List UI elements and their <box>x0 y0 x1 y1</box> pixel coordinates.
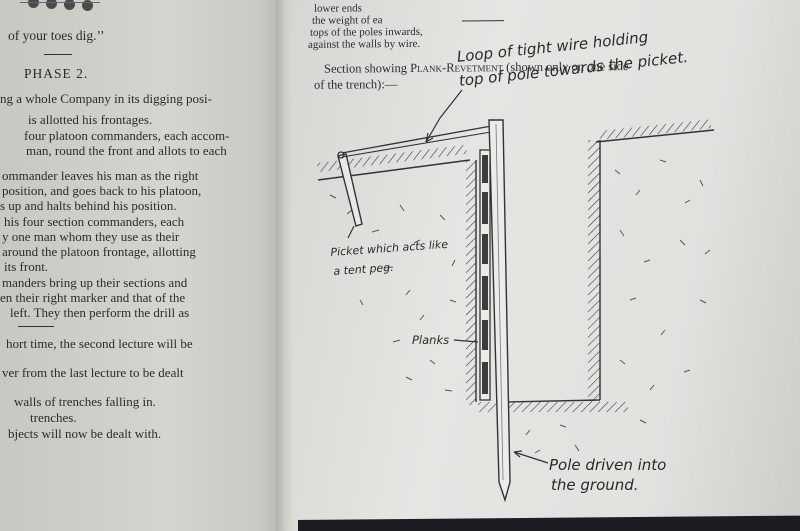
left-line: hort time, the second lecture will be <box>6 336 193 351</box>
left-line: en their right marker and that of the <box>0 290 186 305</box>
left-line: four platoon commanders, each accom- <box>24 128 230 143</box>
left-line: ng a whole Company in its digging posi- <box>0 91 212 106</box>
section-divider <box>18 326 54 327</box>
ornament-dot <box>28 0 39 8</box>
left-line: trenches. <box>30 410 77 425</box>
wire-loop <box>341 124 498 158</box>
leader-lines <box>347 89 549 464</box>
ornament-dot <box>46 0 57 9</box>
left-line: manders bring up their sections and <box>2 275 188 290</box>
left-line: his four section commanders, each <box>4 214 185 229</box>
left-line: man, round the front and allots to each <box>26 143 227 158</box>
ornament-line <box>20 2 100 3</box>
left-line: ommander leaves his man as the right <box>2 168 199 183</box>
planks <box>479 149 491 401</box>
trench-right-wall <box>588 119 715 402</box>
section-divider <box>44 54 72 55</box>
left-line: s up and halts behind his position. <box>0 198 177 213</box>
picket <box>337 151 363 227</box>
left-line: y one man whom they use as their <box>2 229 180 244</box>
left-line: position, and goes back to his platoon, <box>2 183 202 198</box>
label-pole-1: Pole driven into <box>549 456 667 474</box>
soil-texture <box>329 159 711 454</box>
left-line: walls of trenches falling in. <box>14 394 156 409</box>
left-line: bjects will now be dealt with. <box>8 426 162 441</box>
label-planks: Planks <box>412 333 450 347</box>
left-line: around the platoon frontage, allotting <box>2 244 196 259</box>
left-top-line: of your toes dig.’’ <box>8 28 105 43</box>
left-line: is allotted his frontages. <box>28 112 153 127</box>
left-line: ver from the last lecture to be dealt <box>2 365 184 380</box>
phase-heading: PHASE 2. <box>24 66 89 81</box>
trench-floor <box>478 399 628 412</box>
pole <box>488 119 511 503</box>
ornament-dot <box>82 0 93 11</box>
left-line: its front. <box>4 259 49 274</box>
trench-left-wall <box>466 160 477 405</box>
ornament-dot <box>64 0 75 10</box>
label-pole-2: the ground. <box>551 476 639 494</box>
left-page: of your toes dig.’’ PHASE 2. ng a whole … <box>0 0 283 531</box>
left-line: left. They then perform the drill as <box>10 305 190 320</box>
